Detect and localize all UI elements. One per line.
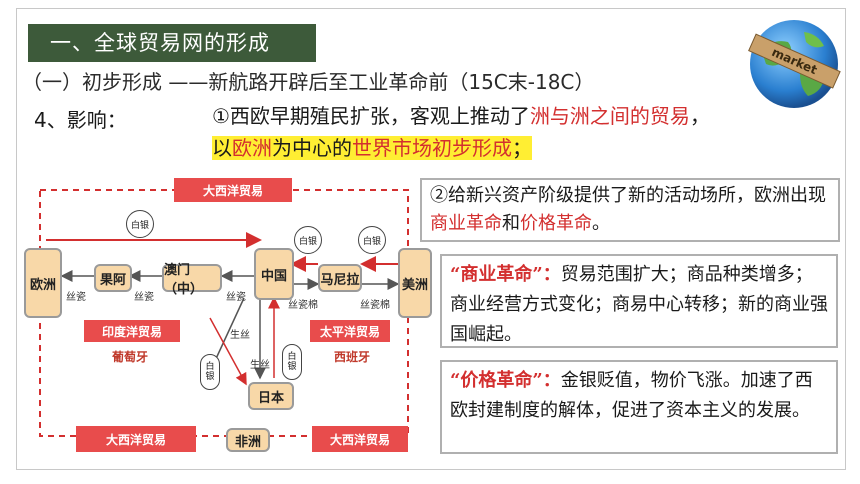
point-two-price: 价格革命 [520,213,592,234]
highlight-europe: 欧洲 [232,136,272,160]
price-term: “价格革命”： [450,370,561,391]
section-title: 一、全球贸易网的形成 [28,24,316,62]
silver-v-text-1: 白 银 [205,362,215,382]
commercial-term: “商业革命”： [450,264,561,285]
label-raw-silk-2: 生丝 [250,360,270,371]
country-portugal: 葡萄牙 [112,350,149,364]
label-silk-porcelain-cotton-1: 丝瓷棉 [288,300,318,311]
trade-diagram: 大西洋贸易 欧洲 果阿 澳门（中） 中国 马尼拉 美洲 日本 非洲 印度洋贸易 … [22,168,432,466]
route-atlantic-top: 大西洋贸易 [174,178,292,202]
label-silk-porcelain-2: 丝瓷 [134,292,154,303]
country-spain: 西班牙 [334,350,371,364]
trade-arrows [39,189,409,437]
point-one-prefix: ①西欧早期殖民扩张，客观上推动了 [212,104,530,128]
highlight-world-market: 世界市场初步形成 [352,136,512,160]
node-macau: 澳门（中） [162,263,222,297]
point-two-suffix: 。 [592,213,610,234]
route-indian: 印度洋贸易 [84,320,180,342]
point-one: ①西欧早期殖民扩张，客观上推动了洲与洲之间的贸易， 以欧洲为中心的世界市场初步形… [212,100,832,164]
point-one-red-text: 洲与洲之间的贸易 [529,104,690,128]
point-two-box: ②给新兴资产阶级提供了新的活动场所，欧洲出现商业革命和价格革命。 [420,178,840,242]
node-africa: 非洲 [226,428,270,452]
node-japan: 日本 [248,382,294,410]
node-china: 中国 [254,248,294,300]
point-one-comma: ， [689,104,710,128]
highlight-text-b: 为中心的 [272,136,352,160]
content-frame [16,8,846,470]
point-two-commercial: 商业革命 [430,213,502,234]
label-silk-porcelain-3: 丝瓷 [226,292,246,303]
market-globe-icon: market [748,20,841,108]
route-atlantic-bottom-right: 大西洋贸易 [312,426,408,452]
node-goa: 果阿 [94,264,132,292]
highlight-text-a: 以 [212,136,232,160]
subtitle: （一）初步形成 ——新航路开辟后至工业革命前（15C末-18C） [22,70,595,94]
highlight-text-c: ； [512,136,532,160]
commercial-revolution-box: “商业革命”：贸易范围扩大；商品种类增多；商业经营方式变化；商易中心转移；新的商… [440,254,838,348]
node-manila: 马尼拉 [318,264,362,292]
label-raw-silk-1: 生丝 [230,330,250,341]
silver-bubble-america: 白银 [358,226,386,254]
route-atlantic-bottom-left: 大西洋贸易 [76,426,196,452]
price-revolution-box: “价格革命”：金银贬值，物价飞涨。加速了西欧封建制度的解体，促进了资本主义的发展… [440,360,838,454]
price-text: 金银贬值，物价飞涨。加速了西欧封建制度的解体，促进了资本主义的发展。 [450,370,813,421]
silver-bubble-china: 白银 [294,226,322,254]
silver-bubble-japan-left: 白 银 [200,354,220,390]
impact-label: 4、影响： [34,108,127,132]
silver-v-text-2: 白 银 [287,352,297,372]
node-europe: 欧洲 [24,248,62,318]
point-two-prefix: ②给新兴资产阶级提供了新的活动场所，欧洲出现 [430,185,826,206]
commercial-text: 贸易范围扩大；商品种类增多；商业经营方式变化；商易中心转移；新的商业强国崛起。 [450,264,828,345]
point-two-and: 和 [502,213,520,234]
label-silk-porcelain-1: 丝瓷 [66,292,86,303]
route-pacific: 太平洋贸易 [310,320,390,342]
silver-bubble-top: 白银 [126,210,154,238]
point-one-highlight: 以欧洲为中心的世界市场初步形成； [212,136,532,160]
label-silk-porcelain-cotton-2: 丝瓷棉 [360,300,390,311]
node-america: 美洲 [398,248,432,318]
silver-bubble-japan-right: 白 银 [282,344,302,380]
